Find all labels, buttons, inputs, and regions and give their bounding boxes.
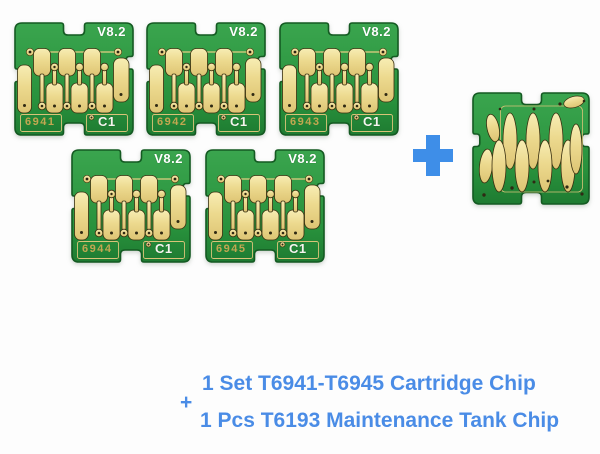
cartridge-chip-1: V8.2 6941 C1 (14, 22, 134, 136)
cartridge-chip-4: V8.2 6944 C1 (71, 149, 191, 263)
cartridge-chip-2: V8.2 6942 C1 (146, 22, 266, 136)
cartridge-chip-graphic (146, 22, 266, 136)
cartridge-chip-graphic (14, 22, 134, 136)
cartridge-chip-graphic (71, 149, 191, 263)
caption-line-2: 1 Pcs T6193 Maintenance Tank Chip (200, 409, 560, 432)
plus-icon (413, 135, 453, 176)
cartridge-chip-3: V8.2 6943 C1 (279, 22, 399, 136)
maintenance-tank-chip (472, 92, 590, 205)
caption-line-1: 1 Set T6941-T6945 Cartridge Chip (202, 372, 536, 395)
cartridge-chip-5: V8.2 6945 C1 (205, 149, 325, 263)
plus-icon: + (180, 391, 193, 414)
cartridge-chip-graphic (205, 149, 325, 263)
maintenance-chip-graphic (472, 92, 590, 205)
cartridge-chip-graphic (279, 22, 399, 136)
